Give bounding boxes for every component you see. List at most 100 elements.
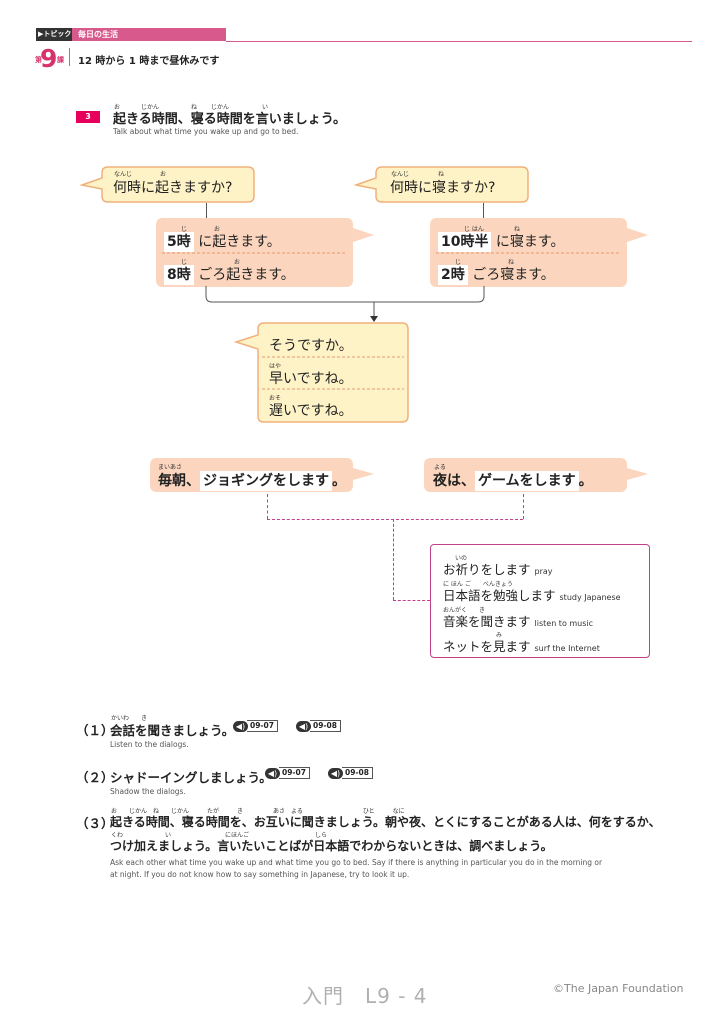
- topic-label: ▶トピック: [38, 30, 72, 38]
- question-right-text: 何時に寝ますか?: [390, 180, 496, 196]
- furigana: お: [160, 171, 167, 178]
- page-number: 入門 L9 - 4: [302, 984, 428, 1008]
- furigana: い: [262, 104, 269, 111]
- instruction-english: at night. If you do not know how to say …: [110, 870, 410, 879]
- activity-right-text: 夜は、ゲームをします。: [433, 471, 593, 491]
- audio-button[interactable]: ◀)09-08: [296, 720, 341, 732]
- dotted-connector: [393, 519, 394, 600]
- dotted-connector: [393, 600, 430, 601]
- lesson-suffix: 課: [57, 56, 64, 64]
- speaker-icon: ◀): [265, 767, 280, 779]
- furigana: じ: [181, 259, 188, 266]
- time-slot: 8時: [164, 265, 194, 285]
- furigana: なんじ: [114, 171, 133, 178]
- furigana: いの: [455, 555, 468, 562]
- connector-line: [483, 203, 484, 220]
- furigana: くわ い にほんご しら: [111, 832, 328, 839]
- lesson-title: 12 時から 1 時まで昼休みです: [78, 56, 220, 67]
- copyright: ©The Japan Foundation: [553, 982, 684, 995]
- instruction-english: Listen to the dialogs.: [110, 740, 189, 749]
- question-bubble-right: [354, 166, 529, 203]
- activity-slot: ジョギングをします: [200, 471, 332, 491]
- furigana: お じかん ね じかん たが き あさ よる ひと なに: [111, 808, 405, 815]
- instruction-text: 起きる時間、寝る時間を、お互いに聞きましょう。朝や夜、とくにすることがある人は、…: [110, 815, 661, 829]
- furigana: じ: [181, 226, 188, 233]
- task-number-badge: 3: [76, 111, 100, 123]
- furigana: じかん: [141, 104, 160, 111]
- answer-right-2: 2時 ごろ寝ます。: [438, 264, 555, 285]
- furigana: かいわ き: [111, 715, 148, 722]
- instruction-text: 会話を聞きましょう。: [110, 723, 235, 738]
- activity-slot: ゲームをします: [475, 471, 579, 491]
- reaction-2: 早いですね。: [269, 371, 353, 387]
- instruction-text: シャドーイングしましょう。: [110, 770, 272, 785]
- lesson-prefix: 第: [35, 56, 42, 64]
- answer-rest: に寝ます。: [491, 234, 565, 250]
- furigana: おんがく き: [443, 607, 486, 614]
- audio-button[interactable]: ◀)09-07: [265, 767, 310, 779]
- answer-rest: に起きます。: [193, 234, 281, 250]
- speaker-icon: ◀): [233, 720, 248, 732]
- furigana: まいあさ: [158, 464, 183, 471]
- furigana: ね: [514, 226, 521, 233]
- answer-rest: ごろ起きます。: [193, 267, 295, 283]
- time-slot: 10時半: [438, 232, 492, 252]
- dotted-connector: [523, 494, 524, 519]
- header-rule: [226, 41, 692, 42]
- audio-button[interactable]: ◀)09-08: [328, 767, 373, 779]
- dotted-connector: [267, 494, 268, 519]
- connector-line: [206, 203, 207, 220]
- furigana: ね: [191, 104, 198, 111]
- furigana: じかん: [211, 104, 230, 111]
- activity-left-text: 毎朝、ジョギングをします。: [158, 471, 346, 491]
- lesson-divider: [69, 48, 70, 66]
- lesson-number: 9: [40, 44, 58, 73]
- reaction-1: そうですか。: [269, 338, 353, 354]
- question-left-text: 何時に起きますか?: [113, 180, 233, 196]
- merge-connector: [205, 286, 485, 322]
- instruction-english: Shadow the dialogs.: [110, 787, 186, 796]
- speaker-icon: ◀): [328, 767, 343, 779]
- furigana: み: [496, 632, 503, 639]
- furigana: ね: [438, 171, 445, 178]
- furigana: お: [114, 104, 121, 111]
- reaction-bubble: [234, 322, 409, 423]
- audio-button[interactable]: ◀)09-07: [233, 720, 278, 732]
- instruction-english: Ask each other what time you wake up and…: [110, 858, 603, 867]
- instruction-text: つけ加えましょう。言いたいことばが日本語でわからないときは、調べましょう。: [110, 839, 553, 853]
- instruction-number: （２）: [76, 770, 114, 785]
- task-title: 起きる時間、寝る時間を言いましょう。: [113, 112, 346, 127]
- topic-bar: [36, 28, 226, 41]
- furigana: じ はん: [464, 226, 484, 233]
- time-slot: 2時: [438, 265, 468, 285]
- dotted-connector: [267, 519, 523, 520]
- task-subtitle: Talk about what time you wake up and go …: [113, 127, 299, 136]
- answer-left-1: 5時 に起きます。: [164, 231, 281, 252]
- speaker-icon: ◀): [296, 720, 311, 732]
- furigana: じ: [455, 259, 462, 266]
- question-bubble-left: [80, 166, 255, 203]
- furigana: よる: [434, 464, 446, 471]
- reaction-3: 遅いですね。: [269, 403, 353, 419]
- furigana: なんじ: [391, 171, 410, 178]
- answer-rest: ごろ寝ます。: [467, 267, 555, 283]
- topic-label-box: [36, 28, 72, 41]
- furigana: に ほん ご べんきょう: [443, 581, 513, 588]
- furigana: ね: [508, 259, 515, 266]
- furigana: おそ: [269, 395, 282, 402]
- furigana: はや: [269, 363, 282, 370]
- furigana: お: [214, 226, 221, 233]
- time-slot: 5時: [164, 232, 194, 252]
- instruction-number: （３）: [76, 816, 114, 831]
- answer-right-1: 10時半 に寝ます。: [438, 231, 565, 252]
- answer-bubble-left: [156, 218, 374, 287]
- topic-title: 毎日の生活: [78, 30, 118, 39]
- furigana: お: [234, 259, 241, 266]
- instruction-number: （１）: [76, 723, 114, 738]
- answer-left-2: 8時 ごろ起きます。: [164, 264, 295, 285]
